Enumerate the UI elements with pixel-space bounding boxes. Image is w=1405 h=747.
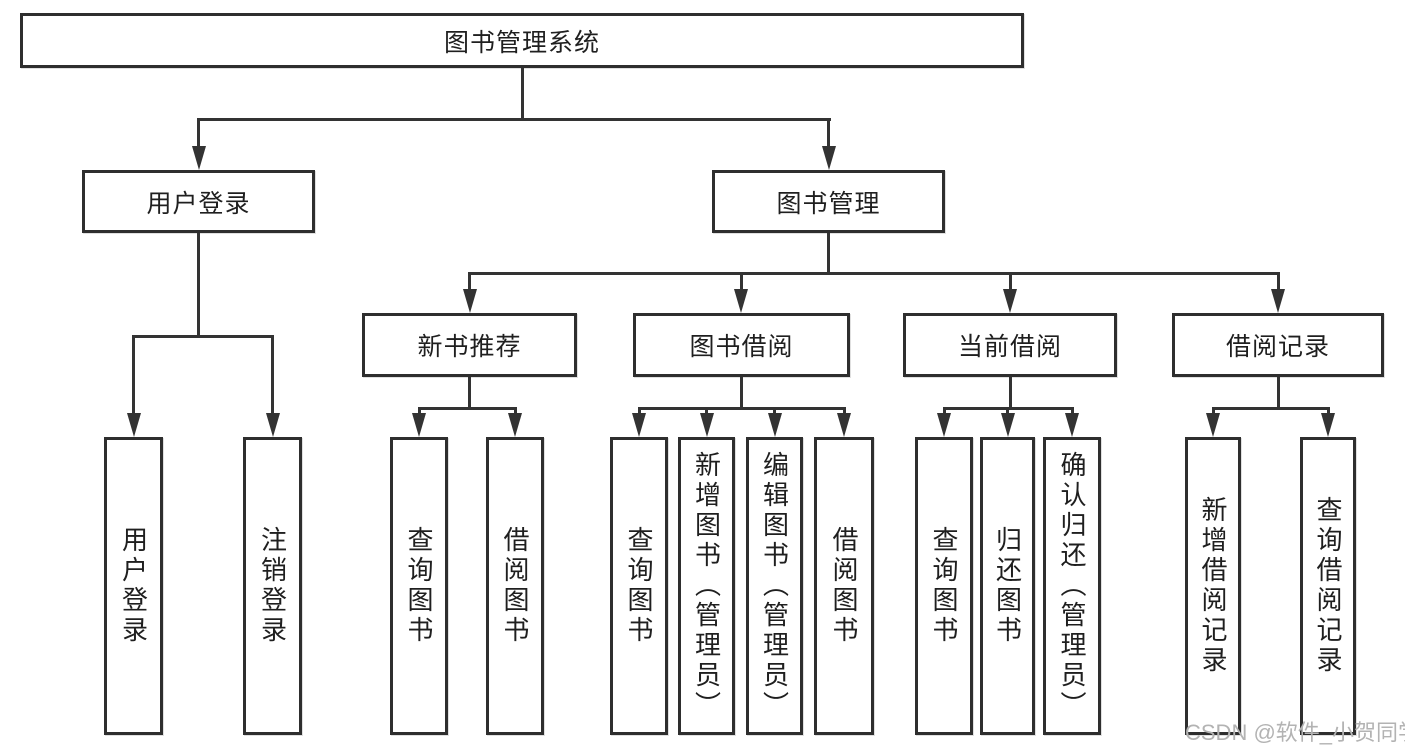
node-borrow-records: 借阅记录 [1172,313,1384,377]
leaf-newbook-borrow-label: 借阅图书 [500,526,530,646]
arrow-down-icon [1206,413,1220,437]
connector-line-vertical [1276,377,1280,409]
leaf-logout: 注销登录 [243,437,302,735]
leaf-newbook-query: 查询图书 [390,437,448,735]
leaf-records-add-label: 新增借阅记录 [1198,496,1228,676]
arrow-down-icon [126,413,141,437]
arrow-down-icon [1000,413,1015,437]
connector-line-horizontal [1211,407,1330,410]
leaf-logout-label: 注销登录 [257,526,288,646]
connector-line-vertical [468,272,471,294]
arrow-down-icon [191,146,206,170]
node-book-borrow-label: 图书借阅 [689,333,794,361]
leaf-borrow-query-label: 查询图书 [624,526,654,646]
connector-line-vertical [827,233,830,274]
leaf-user-login: 用户登录 [104,437,163,735]
arrow-down-icon [632,413,646,437]
node-root: 图书管理系统 [20,13,1024,68]
arrow-down-icon [937,413,951,437]
arrow-down-icon [1065,413,1079,437]
arrow-down-icon [1321,413,1335,437]
arrow-down-icon [508,413,522,437]
arrow-down-icon [821,146,836,170]
connector-line-horizontal [197,118,831,121]
leaf-current-query-label: 查询图书 [929,526,959,646]
arrow-down-icon [1271,289,1285,313]
connector-line-vertical [1276,272,1280,294]
node-new-book-recommend-label: 新书推荐 [417,333,522,361]
leaf-borrow-query: 查询图书 [610,437,668,735]
leaf-user-login-label: 用户登录 [118,526,149,646]
arrow-down-icon [1003,289,1017,313]
connector-line-vertical [739,272,743,294]
connector-line-vertical [1008,377,1012,409]
node-new-book-recommend: 新书推荐 [362,313,577,377]
node-book-management-label: 图书管理 [776,189,881,218]
connector-line-vertical [197,118,200,150]
connector-line-vertical [520,68,524,120]
leaf-current-return: 归还图书 [980,437,1035,735]
connector-line-vertical [1008,272,1012,294]
arrow-down-icon [462,289,477,313]
leaf-current-confirm-label: 确认归还（管理员） [1057,451,1087,721]
leaf-newbook-query-label: 查询图书 [404,526,434,646]
node-borrow-records-label: 借阅记录 [1225,333,1330,361]
arrow-down-icon [265,413,280,437]
connector-line-vertical [827,118,830,150]
leaf-borrow-edit: 编辑图书（管理员） [746,437,803,735]
leaf-newbook-borrow: 借阅图书 [486,437,544,735]
leaf-records-query-label: 查询借阅记录 [1313,496,1343,676]
node-book-management: 图书管理 [712,170,945,233]
connector-line-vertical [468,377,471,409]
connector-line-horizontal [468,272,1280,275]
node-book-borrow: 图书借阅 [633,313,850,377]
connector-line-horizontal [132,335,274,338]
leaf-current-confirm: 确认归还（管理员） [1043,437,1101,735]
connector-line-vertical [271,335,274,417]
node-current-borrow-label: 当前借阅 [957,333,1062,361]
leaf-borrow-borrow-label: 借阅图书 [829,526,859,646]
leaf-records-add: 新增借阅记录 [1185,437,1241,735]
node-current-borrow: 当前借阅 [903,313,1117,377]
connector-line-horizontal [417,407,517,410]
node-user-login: 用户登录 [82,170,315,233]
arrow-down-icon [699,413,714,437]
connector-line-horizontal [637,407,846,410]
leaf-records-query: 查询借阅记录 [1300,437,1356,735]
arrow-down-icon [734,289,748,313]
watermark-text: CSDN @软件_小贺同学 [1185,720,1405,745]
node-user-login-label: 用户登录 [146,189,251,218]
connector-line-vertical [197,233,200,337]
connector-line-vertical [739,377,743,409]
leaf-borrow-borrow: 借阅图书 [814,437,874,735]
leaf-current-return-label: 归还图书 [992,526,1023,646]
connector-line-vertical [132,335,135,417]
arrow-down-icon [767,413,782,437]
leaf-borrow-edit-label: 编辑图书（管理员） [759,451,790,721]
leaf-current-query: 查询图书 [915,437,973,735]
leaf-borrow-add: 新增图书（管理员） [678,437,735,735]
arrow-down-icon [837,413,851,437]
arrow-down-icon [412,413,426,437]
node-root-label: 图书管理系统 [443,28,600,57]
leaf-borrow-add-label: 新增图书（管理员） [691,451,722,721]
